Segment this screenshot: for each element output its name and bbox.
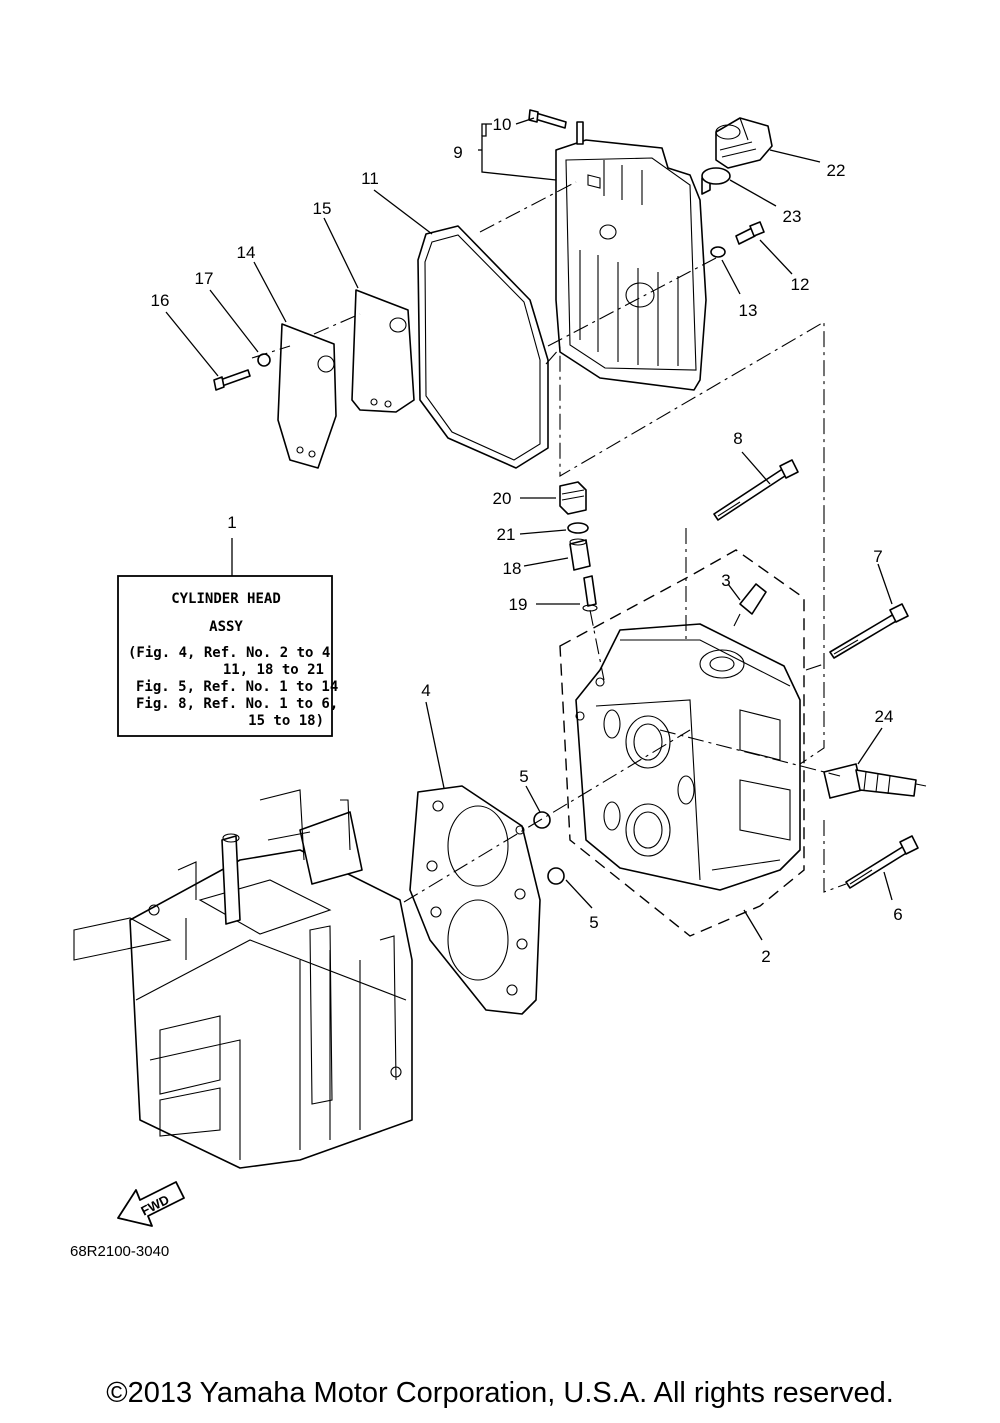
assy-box-line-1: CYLINDER HEAD — [171, 591, 281, 607]
callout-17: 17 — [195, 269, 214, 288]
assy-box-line-3: (Fig. 4, Ref. No. 2 to 4 — [128, 645, 330, 661]
cylinder-head — [575, 623, 801, 891]
bolt-8 — [713, 459, 799, 521]
plate-15 — [351, 289, 415, 413]
stud-19 — [582, 575, 598, 612]
callout-13: 13 — [739, 301, 758, 320]
bolt-6 — [845, 835, 919, 889]
spark-plug-24 — [823, 763, 927, 799]
cylinder-head-cover — [555, 121, 711, 391]
callout-3: 3 — [721, 571, 730, 590]
assy-box-line-7: 15 to 18) — [248, 713, 324, 729]
callout-8: 8 — [733, 429, 742, 448]
leader-lines — [165, 117, 893, 941]
assy-box-line-6: Fig. 8, Ref. No. 1 to 6, — [136, 696, 338, 712]
screw-16 — [213, 369, 251, 391]
oil-filler-cap-22 — [715, 117, 773, 169]
fwd-label: FWD — [138, 1192, 171, 1219]
callout-23: 23 — [783, 207, 802, 226]
callout-2: 2 — [761, 947, 770, 966]
dowel-pin-5-upper — [533, 811, 551, 829]
assy-box-line-2: ASSY — [209, 619, 243, 635]
bolt-12 — [735, 221, 765, 245]
callout-14: 14 — [237, 243, 256, 262]
callout-5-upper: 5 — [519, 767, 528, 786]
copyright-text: ©2013 Yamaha Motor Corporation, U.S.A. A… — [106, 1377, 894, 1409]
washer-13 — [710, 246, 726, 258]
forward-direction-arrow: FWD — [117, 1181, 185, 1227]
callout-9: 9 — [453, 143, 462, 162]
callout-labels: 1 2 3 4 5 5 6 7 8 9 10 11 12 13 14 15 16… — [151, 115, 903, 966]
plate-14 — [277, 323, 337, 469]
assy-box-line-4: 11, 18 to 21 — [223, 662, 324, 678]
callout-12: 12 — [791, 275, 810, 294]
callout-20: 20 — [493, 489, 512, 508]
callout-15: 15 — [313, 199, 332, 218]
callout-21: 21 — [497, 525, 516, 544]
callout-24: 24 — [875, 707, 894, 726]
callout-18: 18 — [503, 559, 522, 578]
cylinder-head-assy-outline — [559, 549, 805, 937]
diagram-code: 68R2100-3040 — [70, 1243, 169, 1260]
assy-note-box: CYLINDER HEAD ASSY (Fig. 4, Ref. No. 2 t… — [117, 575, 338, 737]
anode-3 — [733, 583, 767, 627]
bolt-10 — [528, 109, 567, 129]
callout-16: 16 — [151, 291, 170, 310]
dowel-pin-5-lower — [547, 867, 565, 885]
callout-7: 7 — [873, 547, 882, 566]
cylinder-head-gasket-4 — [409, 785, 541, 1015]
callout-11: 11 — [361, 169, 379, 188]
assembly-lines — [251, 181, 847, 903]
bolt-7 — [829, 603, 909, 659]
callout-10: 10 — [493, 115, 512, 134]
callout-5-lower: 5 — [589, 913, 598, 932]
o-ring-21 — [567, 522, 589, 534]
callout-1: 1 — [227, 513, 236, 532]
gasket-11 — [417, 225, 549, 469]
plug-20 — [559, 481, 587, 515]
cylinder-block — [73, 789, 413, 1169]
callout-6: 6 — [893, 905, 902, 924]
callout-19: 19 — [509, 595, 528, 614]
o-ring-23 — [701, 167, 731, 185]
callout-22: 22 — [827, 161, 846, 180]
sleeve-18 — [569, 538, 591, 571]
callout-4: 4 — [421, 681, 430, 700]
assy-box-line-5: Fig. 5, Ref. No. 1 to 14 — [136, 679, 338, 695]
